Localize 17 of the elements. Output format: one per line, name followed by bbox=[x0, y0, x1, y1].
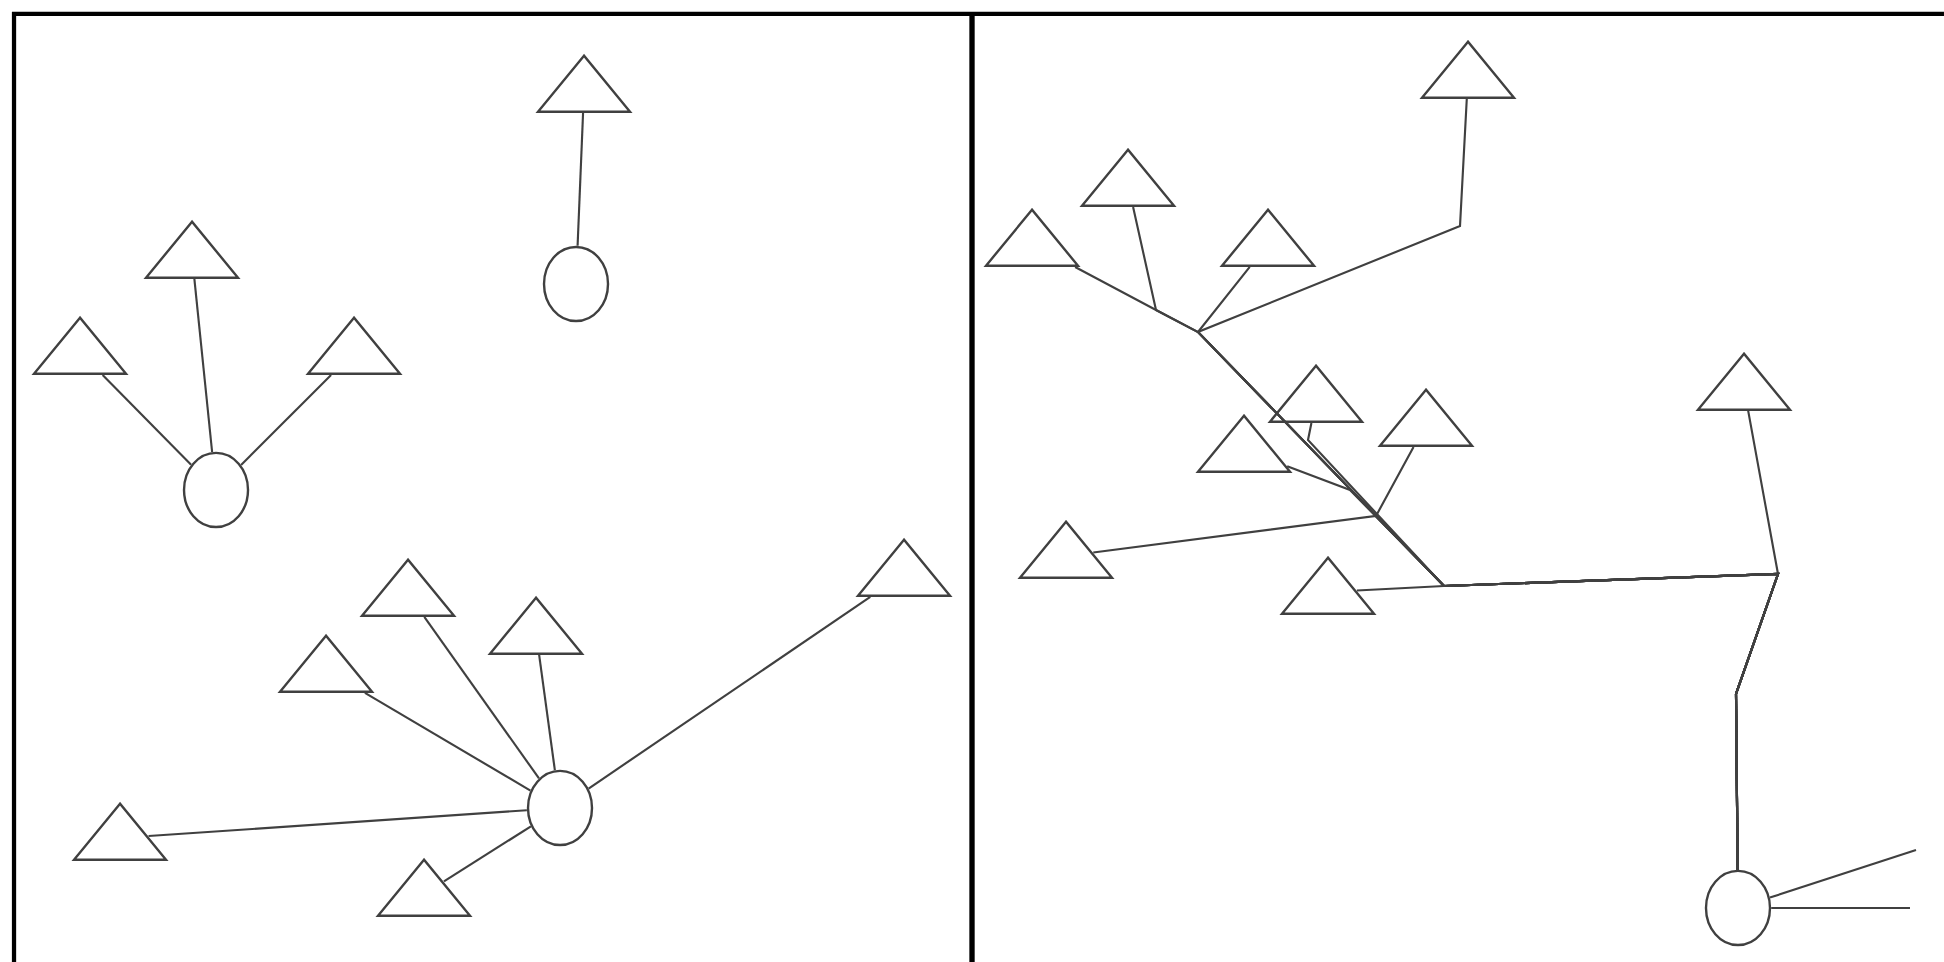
line bbox=[193, 278, 214, 453]
line bbox=[576, 112, 585, 246]
line bbox=[1769, 848, 1917, 899]
circle bbox=[526, 769, 594, 847]
circle bbox=[542, 245, 610, 323]
line bbox=[101, 374, 192, 466]
line bbox=[364, 692, 531, 792]
line bbox=[538, 654, 556, 771]
line bbox=[423, 616, 540, 779]
line bbox=[240, 374, 332, 466]
line bbox=[1356, 572, 1780, 870]
line bbox=[443, 825, 532, 883]
circle bbox=[1704, 869, 1772, 947]
line bbox=[148, 809, 527, 838]
circle bbox=[182, 451, 250, 529]
line bbox=[1771, 906, 1910, 910]
line bbox=[588, 596, 871, 790]
